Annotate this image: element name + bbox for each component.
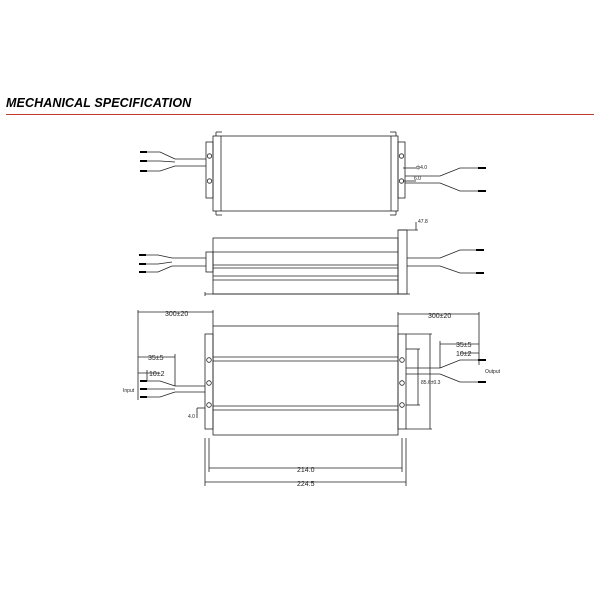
hole-spacing-label: 214.0 (297, 467, 315, 474)
top-view-left-flange (205, 141, 214, 199)
front-view-right-flange (397, 333, 407, 430)
top-view-hole (206, 178, 213, 184)
front-view-hole (206, 357, 212, 363)
side-view-body (212, 237, 399, 295)
input-wire-strip-label: 10±2 (149, 371, 165, 378)
top-view-hole (398, 153, 405, 159)
output-label: Output (485, 369, 501, 375)
height-label: 47.8 (418, 219, 428, 225)
overall-length-label: 224.5 (297, 481, 315, 488)
side-view-input-cable (172, 257, 206, 267)
width-label: 85.6±0.3 (421, 380, 441, 386)
top-view (140, 131, 486, 216)
input-cable-length-label: 300±20 (165, 311, 188, 318)
input-strip-length-label: 35±5 (148, 355, 164, 362)
top-view-right-flange (397, 141, 406, 199)
front-view-input-cable (175, 385, 205, 393)
mount-offset-label: 4.0 (188, 414, 195, 420)
front-view (137, 310, 486, 486)
output-wire-strip-label: 10±2 (456, 351, 472, 358)
side-view-end-cap (397, 229, 408, 295)
front-view-output-cable (406, 367, 440, 375)
top-view-output-cable (405, 175, 440, 184)
side-view (139, 222, 484, 296)
top-view-input-cable (175, 158, 206, 167)
front-view-left-flange (204, 333, 214, 430)
front-view-hole (399, 357, 405, 363)
front-view-hole (206, 402, 212, 408)
top-view-hole (206, 153, 213, 159)
title-underline (6, 114, 594, 115)
input-label: Input (123, 388, 135, 394)
top-view-input-wires (147, 151, 176, 172)
top-view-output-wires (439, 167, 478, 192)
hole-dia-label: ф4.0 (416, 165, 427, 171)
front-view-hole (399, 402, 405, 408)
output-strip-length-label: 35±5 (456, 342, 472, 349)
hole-offset-label: 6.0 (414, 176, 421, 182)
side-view-output-cable (407, 257, 440, 267)
front-view-hole (206, 380, 212, 386)
front-view-hole (399, 380, 405, 386)
section-title: MECHANICAL SPECIFICATION (6, 96, 192, 110)
front-view-body (212, 325, 399, 436)
output-cable-length-label: 300±20 (428, 313, 451, 320)
top-view-body (212, 135, 399, 212)
